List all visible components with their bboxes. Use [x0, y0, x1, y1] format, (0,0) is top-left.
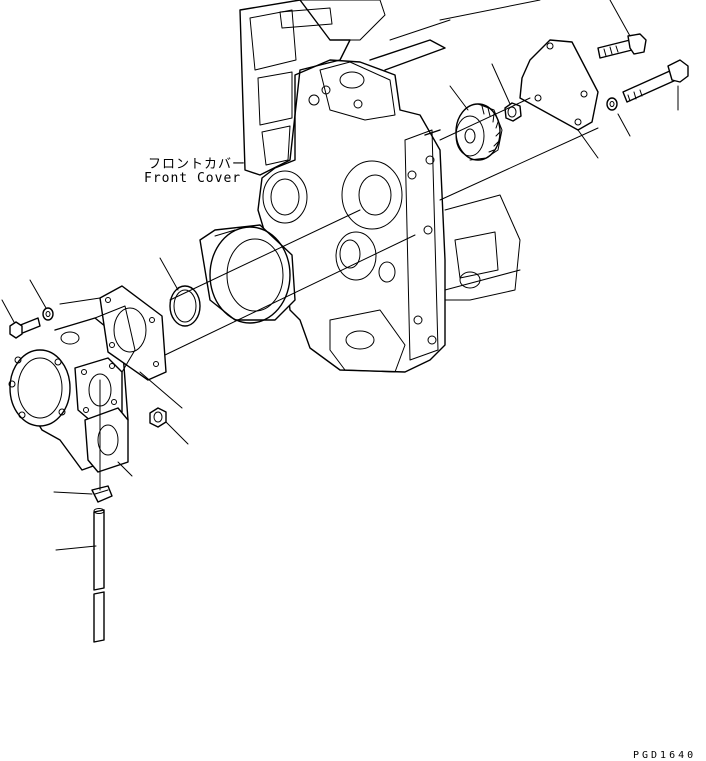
- assembly-lines: [59, 19, 599, 491]
- hose: [93, 508, 105, 643]
- washer: [606, 97, 618, 111]
- o-ring: [169, 285, 201, 327]
- pump-washer: [42, 307, 54, 321]
- hose-clamp: [91, 485, 113, 503]
- drawing-number: PGD1640: [633, 750, 697, 761]
- cover-bolt-top: [597, 33, 647, 59]
- pump-bolt: [9, 317, 41, 339]
- cover-bolt-long: [622, 59, 689, 103]
- pump-nut: [149, 407, 167, 428]
- callout-leaders: [1, 0, 679, 551]
- pump-assembly: [8, 285, 167, 473]
- cover-plate: [519, 39, 599, 131]
- gear: [455, 103, 503, 161]
- front-cover-label-jp: フロントカバー: [148, 157, 247, 172]
- front-cover-label-en: Front Cover: [144, 171, 242, 186]
- engine-block: [199, 0, 541, 373]
